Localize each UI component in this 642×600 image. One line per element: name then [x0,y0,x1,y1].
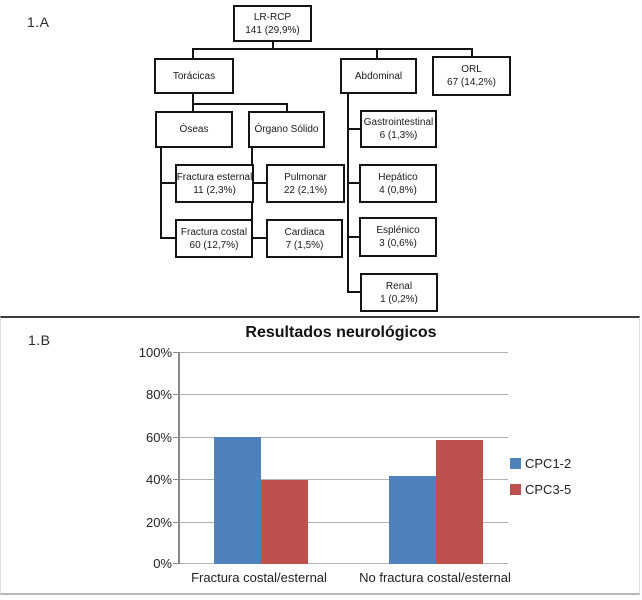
flow-node-toracicas: Torácicas [154,58,234,94]
connector [160,237,175,239]
panel-bar-chart: 1.B Resultados neurológicos 0% 20% 40% 60% 8… [0,316,640,595]
connector [347,291,360,293]
connector [286,103,288,111]
node-value: 11 (2,3%) [193,184,236,196]
legend-item-cpc1-2: CPC1-2 [510,456,571,471]
connector [160,182,175,184]
connector [251,237,266,239]
bar-cpc1-2-group2 [389,476,436,564]
legend-swatch-blue [510,458,521,469]
flow-node-esplenico: Esplénico 3 (0,6%) [359,217,437,257]
node-title: Renal [385,280,413,292]
node-title: Pulmonar [284,171,327,183]
node-value: 6 (1,3%) [379,130,418,141]
node-title: Abdominal [354,70,403,82]
flow-node-hepatico: Hepático 4 (0,8%) [359,164,437,203]
node-value: 60 (12,7%) [189,239,239,251]
x-category-label: No fractura costal/esternal [359,570,511,585]
flow-node-renal: Renal 1 (0,2%) [360,273,438,312]
connector [160,148,162,239]
node-value: 4 (0,8%) [379,184,417,196]
node-title: Fractura costal [180,226,248,238]
node-value: 7 (1,5%) [285,239,324,251]
gridline [180,522,508,523]
y-tick-mark [173,522,178,523]
y-tick-label: 80% [145,387,172,402]
connector [347,128,360,130]
connector [192,48,473,50]
y-axis-labels: 0% 20% 40% 60% 80% 100% [122,345,172,571]
flow-node-organo-solido: Órgano Sólido [248,111,325,148]
gridline [180,437,508,438]
gridline [180,479,508,480]
connector [272,41,274,48]
chart-legend: CPC1-2 CPC3-5 [510,456,571,508]
flow-node-orl: ORL 67 (14,2%) [432,56,511,96]
y-tick-mark [173,352,178,353]
node-title: LR-RCP [253,11,292,23]
flow-node-cardiaca: Cardiaca 7 (1,5%) [266,219,343,258]
flow-node-abdominal: Abdominal [340,58,417,94]
connector [251,182,266,184]
connector [347,236,359,238]
bar-cpc1-2-group1 [214,437,261,564]
y-tick-mark [173,563,178,564]
y-tick-label: 100% [138,345,172,360]
legend-label: CPC3-5 [525,482,572,497]
x-category-label: Fractura costal/esternal [191,570,327,585]
gridline [180,394,508,395]
y-tick-mark [173,394,178,395]
bar-cpc3-5-group1 [261,480,308,564]
panel-b-label: 1.B [28,332,51,348]
node-title: ORL [461,64,482,75]
connector [471,48,473,56]
node-title: Torácicas [172,70,216,82]
legend-item-cpc3-5: CPC3-5 [510,482,571,497]
connector [192,94,194,103]
panel-a-label: 1.A [27,14,50,30]
legend-label: CPC1-2 [525,456,572,471]
node-value: 22 (2,1%) [283,184,328,196]
plot-area [173,352,508,564]
y-tick-mark [173,479,178,480]
y-tick-mark [173,437,178,438]
node-value: 1 (0,2%) [380,293,418,305]
y-tick-label: 40% [145,472,172,487]
node-title: Hepático [378,171,418,183]
flow-node-oseas: Óseas [155,111,233,148]
legend-swatch-red [510,484,521,495]
panel-flowchart: 1.A LR-RCP 141 (29,9%) Torácicas Abdomin… [27,5,511,312]
connector [192,103,288,105]
node-title: Gastrointestinal [363,117,434,128]
flow-node-gastrointestinal: Gastrointestinal 6 (1,3%) [360,110,437,148]
y-tick-label: 60% [145,430,172,445]
gridline [180,352,508,353]
node-value: 141 (29,9%) [245,24,300,36]
flow-node-lr-rcp: LR-RCP 141 (29,9%) [233,5,312,42]
connector [376,48,378,58]
connector [192,48,194,58]
bar-cpc3-5-group2 [436,440,483,564]
node-title: Fractura esternal [176,171,253,183]
flow-node-fractura-costal: Fractura costal 60 (12,7%) [175,219,253,258]
y-tick-label: 0% [153,556,172,571]
connector [347,182,359,184]
node-title: Cardiaca [284,226,325,238]
flow-node-pulmonar: Pulmonar 22 (2,1%) [266,164,345,203]
gridline [180,563,508,564]
node-title: Esplénico [376,225,420,236]
chart-title: Resultados neurológicos [245,324,437,341]
connector [347,94,349,293]
node-value: 3 (0,6%) [379,238,417,249]
y-tick-label: 20% [145,515,172,530]
node-value: 67 (14,2%) [447,77,496,88]
node-title: Óseas [179,124,209,135]
connector [192,103,194,111]
flow-node-fractura-esternal: Fractura esternal 11 (2,3%) [175,164,254,203]
node-title: Órgano Sólido [254,124,319,135]
